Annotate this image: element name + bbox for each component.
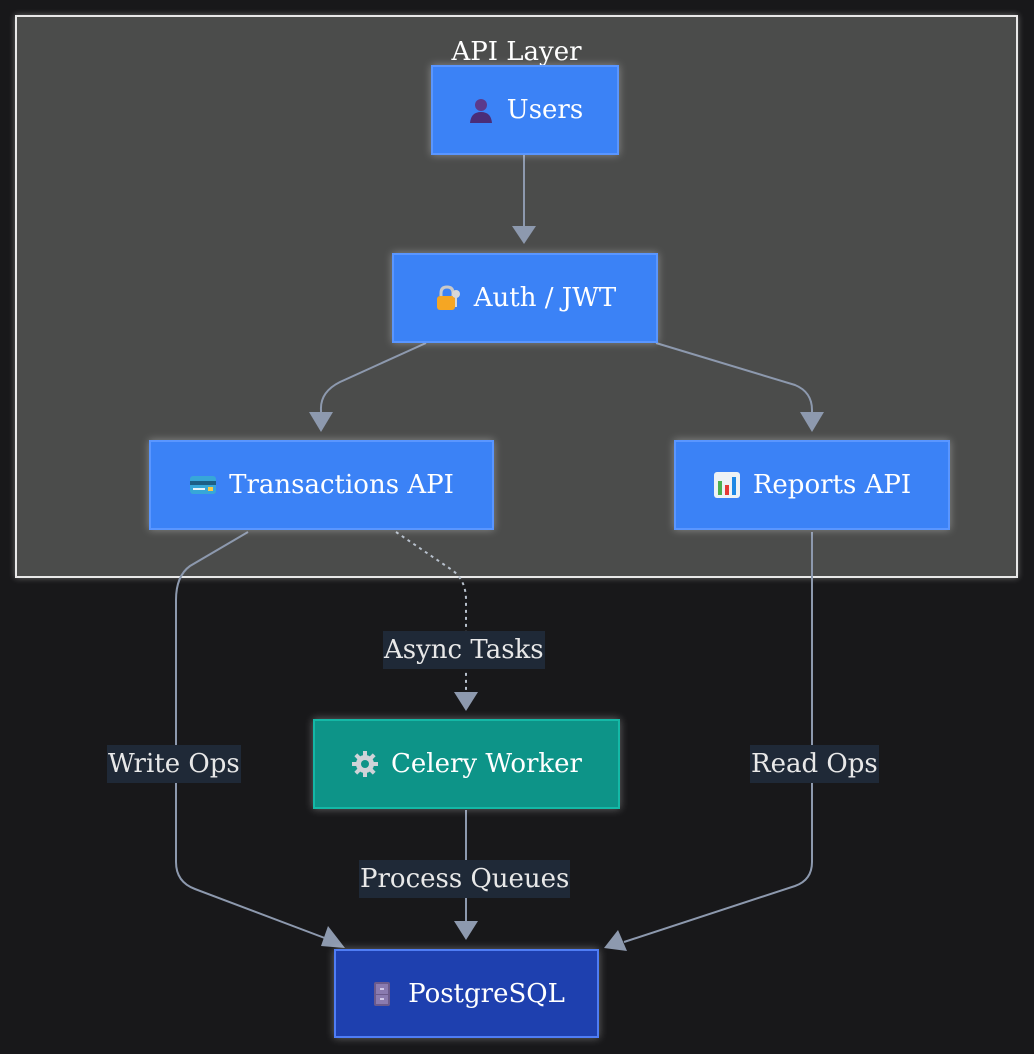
edge-auth-transactions [319,342,427,420]
edge-reports-postgres [623,532,813,943]
arrowhead-celery-postgres [454,921,478,940]
edge-label-process: Process Queues [359,860,571,898]
arrowhead-auth-transactions [309,412,333,432]
edge-transactions-postgres [175,531,331,941]
node-transactions-label: Transactions API [229,470,454,500]
gear-icon [351,750,379,778]
node-celery[interactable]: Celery Worker [313,719,620,809]
node-users[interactable]: Users [431,65,619,155]
node-auth-label: Auth / JWT [473,283,617,313]
node-reports[interactable]: Reports API [674,440,950,530]
edge-label-read: Read Ops [750,745,879,783]
bar-chart-icon [713,471,741,499]
arrowhead-reports-postgres [604,930,627,951]
node-celery-label: Celery Worker [391,749,582,779]
arrowhead-auth-reports [800,412,824,432]
file-cabinet-icon [368,980,396,1008]
edge-label-async: Async Tasks [383,631,545,669]
arrowhead-users-auth [512,226,536,244]
edge-auth-reports [655,342,813,420]
node-postgres-label: PostgreSQL [408,978,565,1009]
cluster-title: API Layer [451,37,582,67]
edge-transactions-celery [395,531,467,695]
arrowhead-transactions-postgres [321,926,345,948]
node-postgres[interactable]: PostgreSQL [334,949,599,1038]
arrowhead-transactions-celery [454,692,478,711]
node-users-label: Users [506,95,584,125]
edge-label-write: Write Ops [107,745,241,783]
credit-card-icon [189,471,217,499]
lock-key-icon [434,284,462,312]
user-icon [467,96,495,124]
node-reports-label: Reports API [752,470,912,500]
node-auth[interactable]: Auth / JWT [392,253,658,343]
node-transactions[interactable]: Transactions API [149,440,494,530]
